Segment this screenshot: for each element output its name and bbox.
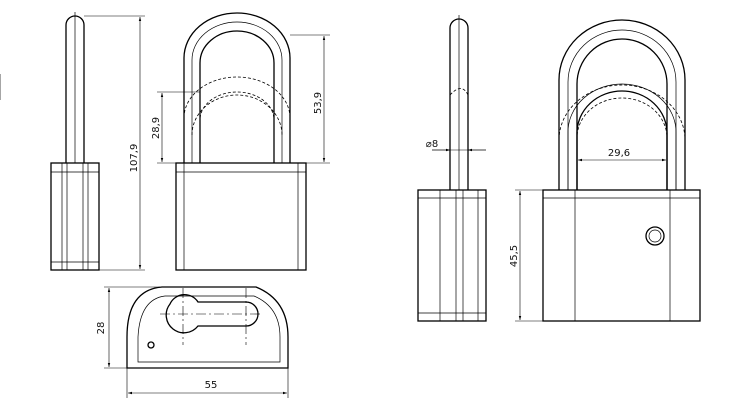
dim-shackle-clearance: 28,9 bbox=[151, 117, 162, 139]
bottom-view: 28 55 bbox=[96, 286, 289, 398]
side-view-left: 107,9 bbox=[50, 12, 145, 271]
dim-shackle-height: 53,9 bbox=[313, 92, 324, 114]
front-view-right: 29,6 45,5 bbox=[509, 19, 701, 322]
dim-shackle-diameter: ⌀8 bbox=[426, 139, 438, 150]
side-view-right: ⌀8 bbox=[417, 15, 487, 322]
dim-body-width: 55 bbox=[205, 380, 218, 391]
dim-body-depth: 28 bbox=[96, 322, 107, 335]
front-view-left: 53,9 28,9 bbox=[151, 12, 330, 271]
dim-body-height: 45,5 bbox=[509, 245, 520, 267]
dim-total-height: 107,9 bbox=[129, 144, 140, 173]
dim-inner-width: 29,6 bbox=[608, 148, 630, 159]
